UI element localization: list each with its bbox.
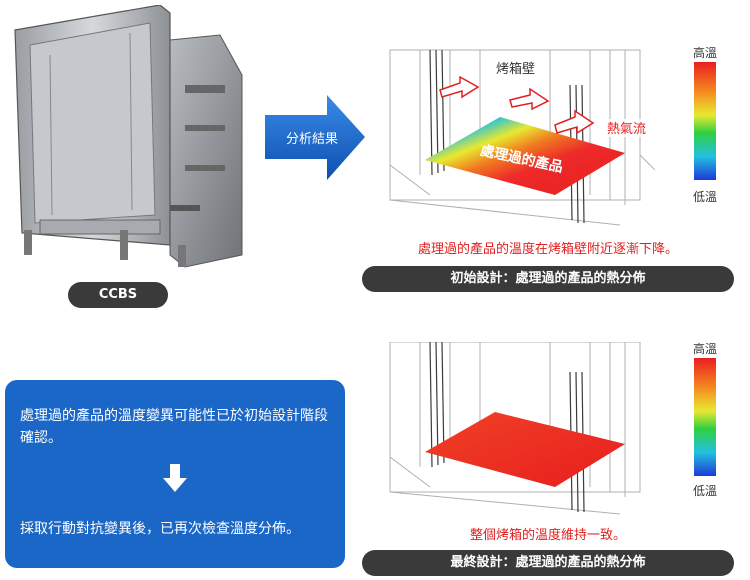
final-design-title: 最終設計：處理過的產品的熱分佈 bbox=[362, 550, 734, 576]
legend-high-label-2: 高溫 bbox=[692, 342, 717, 356]
ccbs-label: CCBS bbox=[68, 282, 168, 308]
down-arrow-icon bbox=[163, 464, 187, 492]
oven-photo bbox=[14, 5, 243, 268]
analysis-arrow-icon bbox=[265, 95, 365, 180]
temperature-legend-bar-2 bbox=[694, 358, 716, 476]
final-caption: 整個烤箱的溫度維持一致。 bbox=[469, 528, 626, 543]
final-heat-simulation bbox=[389, 342, 641, 515]
note-text-action: 採取行動對抗變異後，已再次檢查溫度分佈。 bbox=[20, 521, 300, 537]
legend-low-label-2: 低溫 bbox=[692, 484, 717, 498]
analysis-result-label: 分析結果 bbox=[285, 132, 338, 147]
legend-high-label: 高溫 bbox=[692, 46, 717, 60]
note-text-initial: 處理過的產品的溫度變異可能性已於初始設計階段確認。 bbox=[20, 408, 328, 446]
initial-caption: 處理過的產品的溫度在烤箱壁附近逐漸下降。 bbox=[417, 242, 678, 257]
initial-heat-simulation: 烤箱壁 處理過的產品 熱氣流 bbox=[389, 49, 656, 226]
legend-low-label: 低溫 bbox=[692, 190, 717, 204]
initial-design-title: 初始設計：處理過的產品的熱分佈 bbox=[362, 266, 734, 292]
flow-label: 熱氣流 bbox=[607, 122, 646, 137]
wall-label: 烤箱壁 bbox=[496, 61, 535, 77]
temperature-legend-bar bbox=[694, 62, 716, 180]
